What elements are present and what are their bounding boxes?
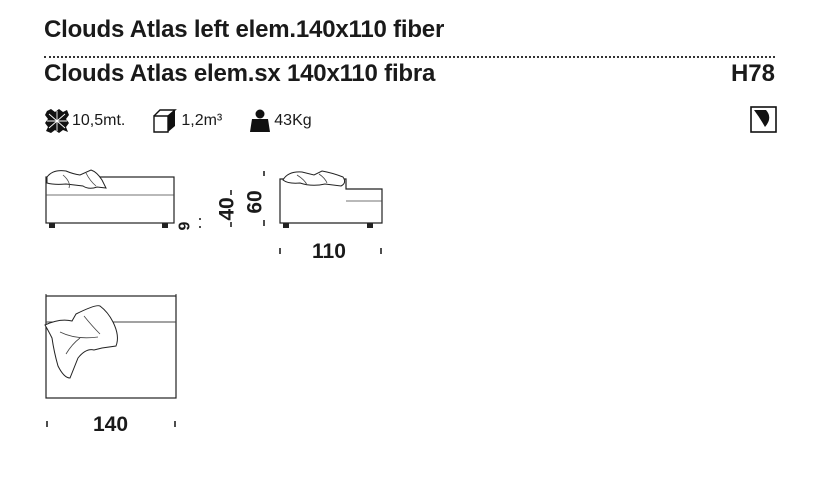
weight-amount: 43Kg [274, 112, 312, 129]
width-dimension: 140 [93, 413, 129, 436]
title-divider [44, 56, 775, 58]
product-title-english: Clouds Atlas left elem.140x110 fiber [44, 16, 445, 43]
fabric-amount: 10,5mt. [72, 112, 126, 129]
volume-spec: 1,2m³ [151, 108, 222, 134]
box-volume-icon [151, 108, 181, 134]
fabric-swatch-icon [44, 108, 72, 134]
depth-dimension: 110 [312, 240, 346, 263]
spec-row: 10,5mt. 1,2m³ 43Kg [44, 107, 338, 135]
volume-amount: 1,2m³ [181, 112, 223, 129]
front-elevation-drawing [45, 169, 175, 228]
side-elevation-drawing [279, 170, 383, 228]
fabric-spec: 10,5mt. [44, 108, 125, 134]
weight-spec: 43Kg [248, 108, 312, 134]
product-title-italian: Clouds Atlas elem.sx 140x110 fibra [44, 60, 436, 87]
plan-view-drawing [44, 294, 177, 399]
weight-icon [248, 108, 274, 134]
height-code: H78 [730, 60, 775, 87]
upholstery-type-icon [750, 106, 777, 138]
